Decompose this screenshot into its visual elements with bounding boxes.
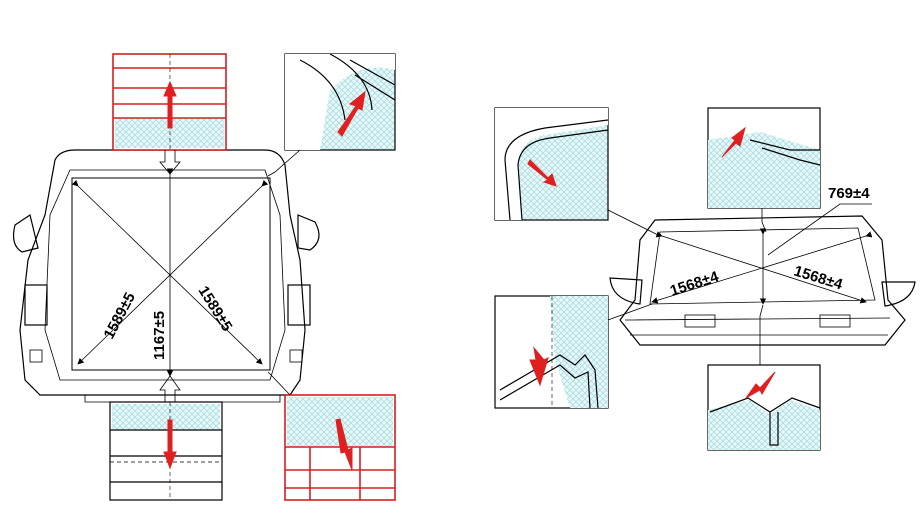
arrow-detail-icon — [527, 159, 557, 187]
front-diag-left-label: 1568±4 — [668, 268, 721, 300]
arrow-diagonal-icon — [337, 90, 366, 137]
front-detail-topright — [707, 107, 821, 233]
front-diag-right-label: 1568±4 — [792, 263, 845, 294]
rear-diag-right-label: 1589±5 — [195, 283, 236, 334]
front-vehicle-body — [609, 215, 916, 346]
front-detail-topleft — [494, 107, 661, 237]
arrow-pointer-icon — [721, 126, 746, 158]
arrow-bottom-icon — [529, 346, 549, 387]
rear-detail-bottom — [109, 375, 223, 501]
arrow-down-icon — [163, 419, 177, 470]
rear-height-label: 1167±5 — [151, 311, 168, 360]
rear-detail-bottomright — [267, 371, 396, 501]
rear-vehicle-body — [12, 149, 320, 403]
arrow-diagonal-down-icon — [335, 418, 353, 471]
front-detail-bottomleft — [494, 295, 653, 409]
front-height-label: 769±4 — [828, 185, 870, 202]
rear-detail-topright — [267, 53, 396, 177]
front-view-group: 1568±4 1568±4 769±4 — [494, 107, 916, 451]
rear-detail-top — [112, 53, 227, 175]
rear-diag-left-label: 1589±5 — [101, 290, 139, 342]
arrow-center-icon — [745, 371, 776, 399]
rear-view-group: 1589±5 1589±5 1167±5 — [12, 53, 396, 501]
front-detail-bottomcenter — [707, 304, 821, 451]
arrow-up-icon — [163, 80, 177, 129]
